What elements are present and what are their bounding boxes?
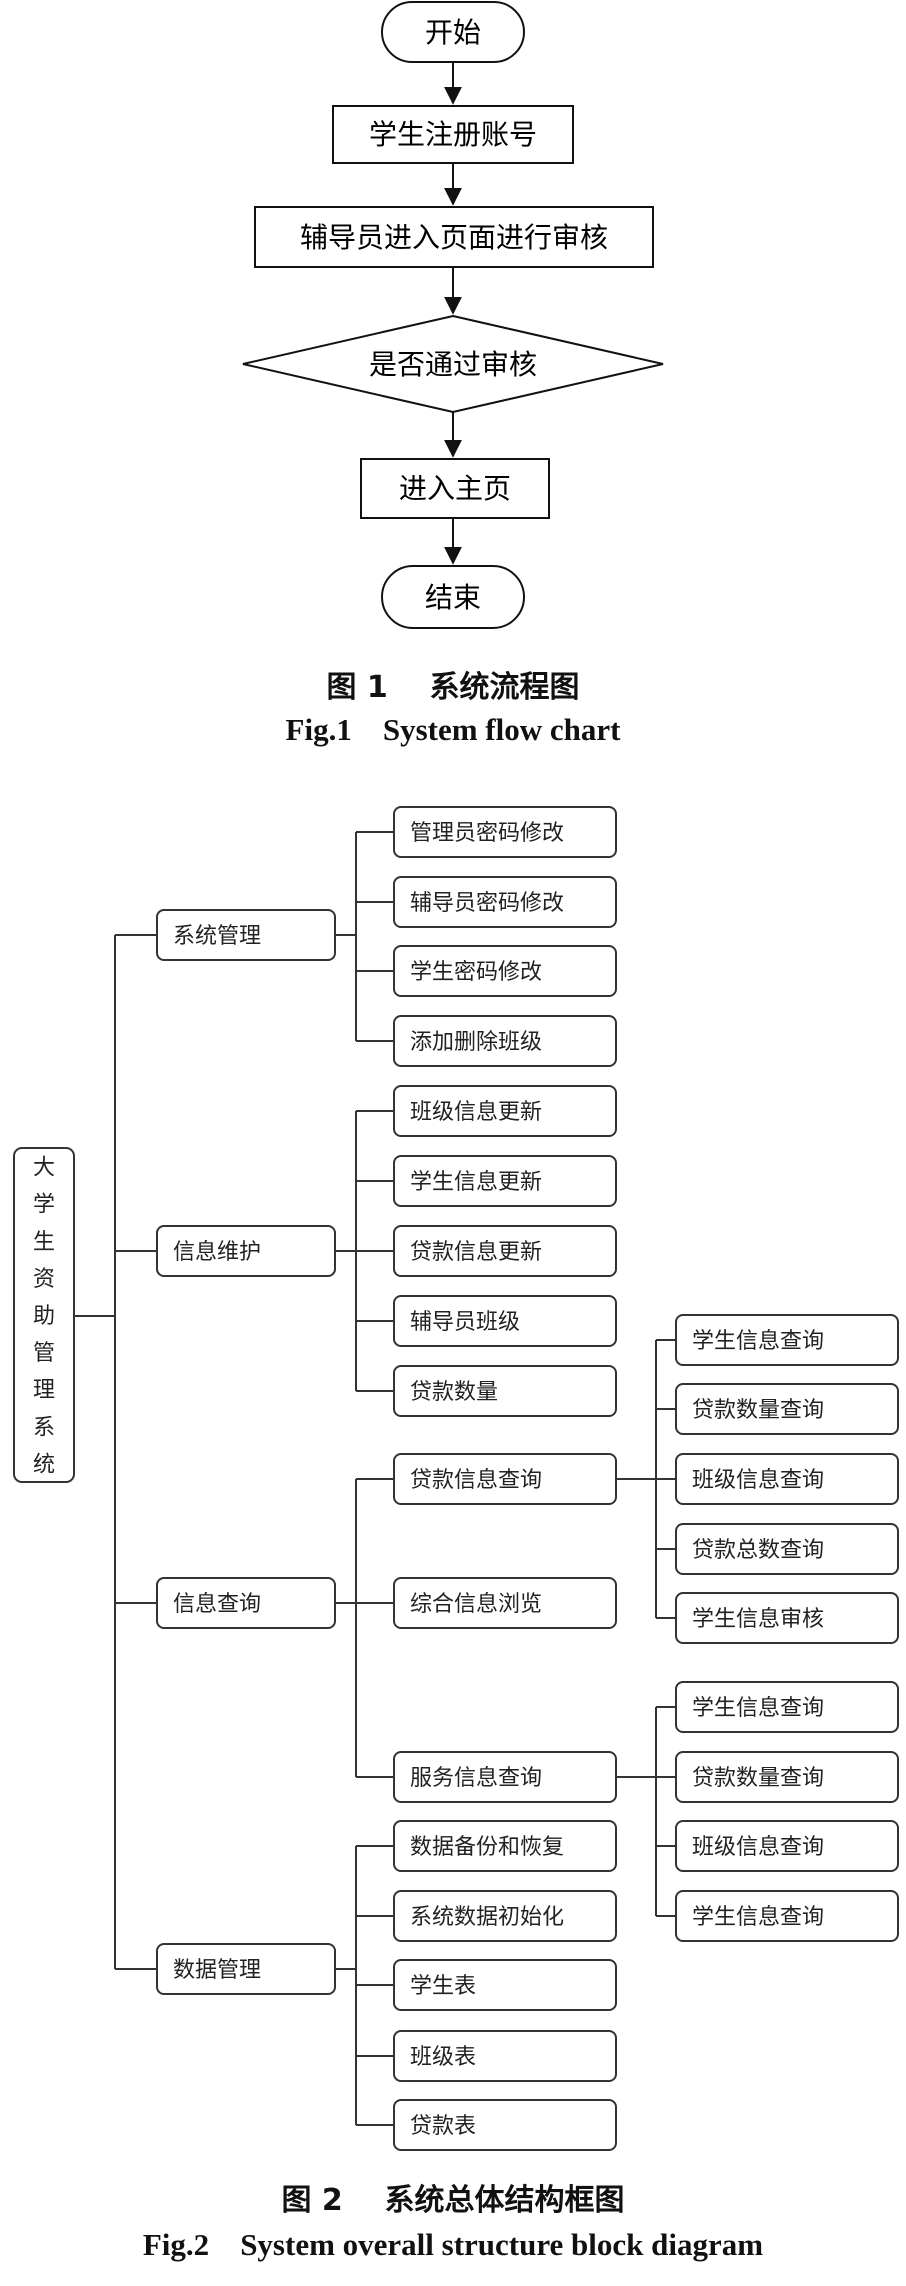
figure1-caption-number: 图 1 — [326, 670, 388, 705]
item-box: 辅导员班级 — [393, 1295, 617, 1347]
item-box-label: 服务信息查询 — [410, 1766, 542, 1791]
child-box-label: 班级信息查询 — [692, 1468, 824, 1493]
item-box-label: 添加删除班级 — [410, 1030, 542, 1055]
figure2-caption-number: 图 2 — [281, 2183, 343, 2218]
review-node-label: 辅导员进入页面进行审核 — [300, 221, 608, 254]
figure2-caption-title: 系统总体结构框图 — [384, 2183, 625, 2218]
flow-chart: 开始 学生注册账号 辅导员进入页面进行审核 是否通过审核 进入主页 结束 — [242, 1, 664, 629]
root-system-char: 系 — [33, 1415, 55, 1440]
child-box: 贷款总数查询 — [675, 1523, 899, 1575]
register-node-label: 学生注册账号 — [369, 118, 537, 151]
figure2-caption-en: Fig.2 System overall structure block dia… — [0, 2227, 906, 2263]
start-node: 开始 — [381, 1, 525, 63]
item-box-label: 贷款信息查询 — [410, 1468, 542, 1493]
figure2-caption-number-en: Fig.2 — [142, 2227, 210, 2262]
item-box-label: 学生信息更新 — [410, 1170, 542, 1195]
module-box-3-label: 信息查询 — [173, 1592, 261, 1617]
module-box-4: 数据管理 — [156, 1943, 336, 1995]
root-system-char: 生 — [33, 1230, 55, 1255]
child-box: 班级信息查询 — [675, 1453, 899, 1505]
item-box: 管理员密码修改 — [393, 806, 617, 858]
item-box-label: 班级信息更新 — [410, 1100, 542, 1125]
home-node: 进入主页 — [360, 458, 550, 519]
root-system-char: 助 — [33, 1304, 55, 1329]
figure2-caption-title-en: System overall structure block diagram — [240, 2227, 764, 2262]
child-box-label: 班级信息查询 — [692, 1835, 824, 1860]
item-box: 添加删除班级 — [393, 1015, 617, 1067]
module-box-3: 信息查询 — [156, 1577, 336, 1629]
child-box: 贷款数量查询 — [675, 1751, 899, 1803]
module-box-4-label: 数据管理 — [173, 1958, 261, 1983]
item-box: 系统数据初始化 — [393, 1890, 617, 1942]
item-box: 贷款数量 — [393, 1365, 617, 1417]
item-box: 贷款表 — [393, 2099, 617, 2151]
root-system-char: 统 — [33, 1452, 55, 1477]
item-box: 贷款信息查询 — [393, 1453, 617, 1505]
root-system-char: 学 — [33, 1193, 55, 1218]
child-box: 班级信息查询 — [675, 1820, 899, 1872]
item-box: 学生密码修改 — [393, 945, 617, 997]
root-system-char: 大 — [33, 1156, 55, 1181]
figure1-caption-number-en: Fig.1 — [285, 712, 352, 747]
child-box: 贷款数量查询 — [675, 1383, 899, 1435]
child-box-label: 贷款总数查询 — [692, 1538, 824, 1563]
start-node-label: 开始 — [425, 16, 481, 49]
item-box: 数据备份和恢复 — [393, 1820, 617, 1872]
structure-diagram: 大学生资助管理系统系统管理管理员密码修改辅导员密码修改学生密码修改添加删除班级信… — [13, 806, 899, 2151]
module-box-1-label: 系统管理 — [173, 924, 261, 949]
item-box-label: 辅导员班级 — [410, 1310, 520, 1335]
figure2-caption: 图 2 系统总体结构框图 — [0, 2175, 906, 2219]
root-system-char: 理 — [33, 1378, 55, 1403]
root-system-char: 资 — [33, 1267, 55, 1292]
module-box-1: 系统管理 — [156, 909, 336, 961]
end-node: 结束 — [381, 565, 525, 629]
register-node: 学生注册账号 — [332, 105, 574, 164]
child-box-label: 学生信息查询 — [692, 1696, 824, 1721]
figure1-caption-title-en: System flow chart — [382, 712, 621, 747]
end-node-label: 结束 — [425, 581, 481, 614]
root-system-char: 管 — [33, 1341, 55, 1366]
item-box: 综合信息浏览 — [393, 1577, 617, 1629]
item-box-label: 学生密码修改 — [410, 960, 542, 985]
review-node: 辅导员进入页面进行审核 — [254, 206, 654, 268]
item-box-label: 综合信息浏览 — [410, 1592, 542, 1617]
item-box-label: 贷款信息更新 — [410, 1240, 542, 1265]
item-box: 学生表 — [393, 1959, 617, 2011]
item-box-label: 贷款表 — [410, 2114, 476, 2139]
item-box: 班级信息更新 — [393, 1085, 617, 1137]
item-box-label: 贷款数量 — [410, 1380, 498, 1405]
item-box-label: 辅导员密码修改 — [410, 891, 564, 916]
item-box-label: 学生表 — [410, 1974, 476, 1999]
item-box-label: 系统数据初始化 — [410, 1905, 564, 1930]
module-box-2: 信息维护 — [156, 1225, 336, 1277]
figure1-caption-title: 系统流程图 — [429, 670, 580, 705]
child-box-label: 贷款数量查询 — [692, 1766, 824, 1791]
child-box: 学生信息查询 — [675, 1890, 899, 1942]
child-box-label: 学生信息审核 — [692, 1607, 824, 1632]
figure1-caption: 图 1 系统流程图 — [0, 662, 906, 706]
child-box: 学生信息审核 — [675, 1592, 899, 1644]
child-box: 学生信息查询 — [675, 1681, 899, 1733]
child-box-label: 学生信息查询 — [692, 1905, 824, 1930]
item-box: 服务信息查询 — [393, 1751, 617, 1803]
item-box: 学生信息更新 — [393, 1155, 617, 1207]
item-box-label: 数据备份和恢复 — [410, 1835, 564, 1860]
item-box: 班级表 — [393, 2030, 617, 2082]
child-box-label: 贷款数量查询 — [692, 1398, 824, 1423]
item-box-label: 管理员密码修改 — [410, 821, 564, 846]
home-node-label: 进入主页 — [399, 472, 511, 505]
child-box-label: 学生信息查询 — [692, 1329, 824, 1354]
child-box: 学生信息查询 — [675, 1314, 899, 1366]
item-box: 辅导员密码修改 — [393, 876, 617, 928]
figure1-caption-en: Fig.1 System flow chart — [0, 712, 906, 748]
decision-node: 是否通过审核 — [242, 314, 664, 414]
item-box-label: 班级表 — [410, 2045, 476, 2070]
decision-node-label: 是否通过审核 — [369, 348, 537, 381]
module-box-2-label: 信息维护 — [173, 1240, 261, 1265]
item-box: 贷款信息更新 — [393, 1225, 617, 1277]
